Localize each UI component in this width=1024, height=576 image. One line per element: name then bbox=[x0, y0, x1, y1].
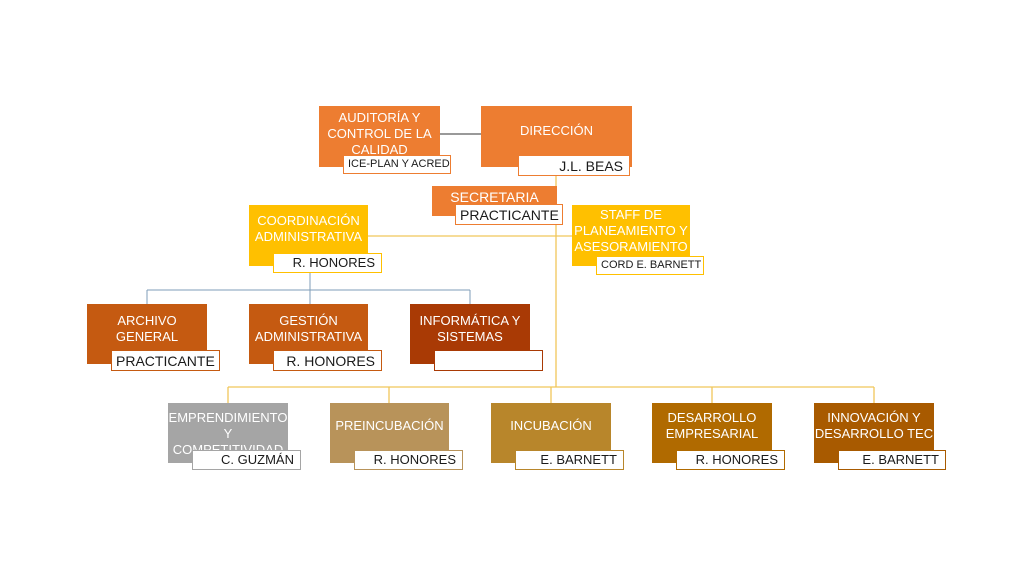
unit-direccion-title: DIRECCIÓN bbox=[520, 123, 593, 138]
unit-desarrollo: DESARROLLO EMPRESARIAL bbox=[652, 403, 772, 463]
unit-coordinacion-title: COORDINACIÓN ADMINISTRATIVA bbox=[254, 213, 363, 244]
unit-staff-title: STAFF DE PLANEAMIENTO Y ASESORAMIENTO bbox=[574, 207, 688, 254]
unit-incubacion-person: E. BARNETT bbox=[515, 450, 624, 470]
unit-informatica-title: INFORMÁTICA Y SISTEMAS bbox=[419, 313, 521, 344]
unit-gestion-title: GESTIÓN ADMINISTRATIVA bbox=[254, 313, 363, 344]
unit-auditoria-title: AUDITORÍA Y CONTROL DE LA CALIDAD bbox=[327, 110, 432, 157]
unit-staff: STAFF DE PLANEAMIENTO Y ASESORAMIENTO bbox=[572, 205, 690, 266]
unit-secretaria-person: PRACTICANTE bbox=[455, 204, 563, 225]
unit-informatica-person bbox=[434, 350, 543, 371]
unit-secretaria-title: SECRETARIA bbox=[450, 189, 539, 205]
unit-gestion-person: R. HONORES bbox=[273, 350, 382, 371]
unit-desarrollo-person: R. HONORES bbox=[676, 450, 785, 470]
unit-desarrollo-title: DESARROLLO EMPRESARIAL bbox=[665, 410, 759, 441]
unit-incubacion-title: INCUBACIÓN bbox=[510, 418, 592, 433]
unit-archivo-title: ARCHIVO GENERAL bbox=[115, 313, 179, 344]
unit-staff-person: CORD E. BARNETT bbox=[596, 256, 704, 275]
unit-direccion-person: J.L. BEAS bbox=[518, 155, 630, 176]
unit-emprendimiento-person: C. GUZMÁN bbox=[192, 450, 301, 470]
unit-preincubacion-title: PREINCUBACIÓN bbox=[335, 418, 444, 433]
unit-auditoria: AUDITORÍA Y CONTROL DE LA CALIDAD bbox=[319, 106, 440, 167]
unit-preincubacion-person: R. HONORES bbox=[354, 450, 463, 470]
unit-innovacion-person: E. BARNETT bbox=[838, 450, 946, 470]
unit-innovacion-title: INNOVACIÓN Y DESARROLLO TEC bbox=[814, 410, 934, 441]
unit-coordinacion-person: R. HONORES bbox=[273, 253, 382, 273]
unit-archivo-person: PRACTICANTE bbox=[111, 350, 220, 371]
unit-auditoria-person: ICE-PLAN Y ACRED bbox=[343, 155, 451, 174]
